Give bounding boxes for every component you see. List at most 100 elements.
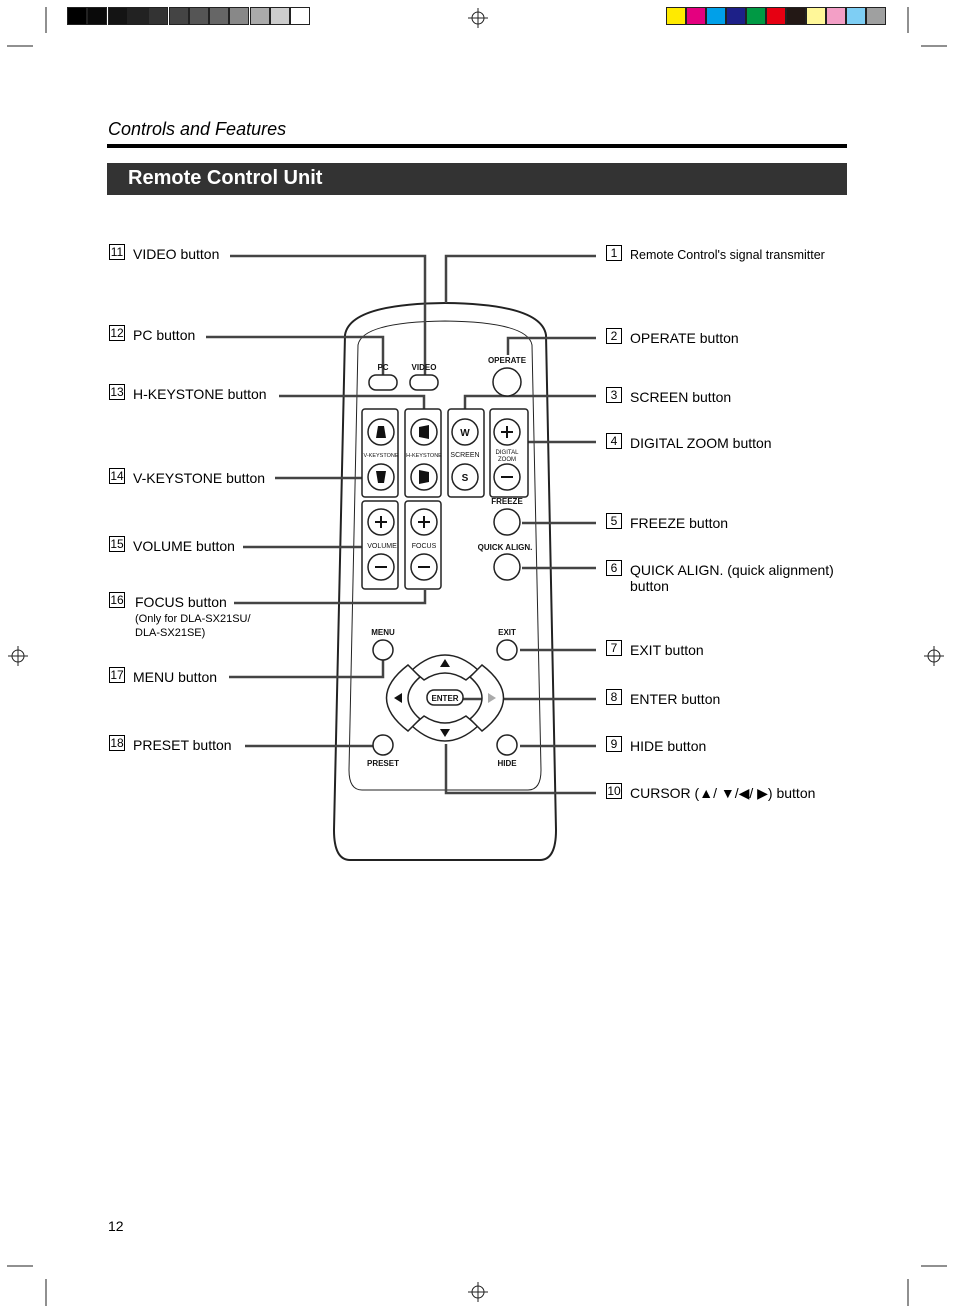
callout-label-menu: MENU button (133, 669, 218, 685)
callout-label-digital-zoom: DIGITAL ZOOM button (630, 435, 772, 451)
enter-button[interactable] (426, 689, 464, 706)
focus-note-line2: DLA-SX21SE) (135, 627, 206, 639)
callout-number: 9 (606, 736, 622, 752)
banner-title: Remote Control Unit (128, 167, 323, 189)
operate-button[interactable] (492, 367, 522, 397)
callout-label-operate: OPERATE button (630, 330, 739, 346)
digital-zoom-label-2: ZOOM (498, 457, 516, 463)
cursor-down-icon (440, 729, 450, 737)
callout-label-quick-align-2: button (630, 578, 669, 594)
remote-inner-outline (348, 320, 542, 791)
callout-label-enter: ENTER button (630, 691, 721, 707)
gray-swatch (209, 7, 230, 25)
screen-s-button[interactable] (451, 463, 479, 491)
callout-number: 16 (109, 592, 125, 608)
keystone-down-icon (376, 471, 386, 483)
callout-number: 15 (109, 536, 125, 552)
callout-label-preset: PRESET button (133, 737, 232, 753)
callout-number: 12 (109, 325, 125, 341)
pc-button[interactable] (368, 374, 398, 391)
cursor-up-button[interactable] (410, 654, 480, 681)
registration-marks (7, 7, 947, 1306)
preset-label: PRESET (367, 759, 399, 768)
color-swatch (826, 7, 846, 25)
color-swatch (746, 7, 766, 25)
screen-s-label: S (462, 473, 469, 484)
menu-button[interactable] (372, 639, 394, 661)
gray-swatch (290, 7, 311, 25)
hide-button[interactable] (496, 734, 518, 756)
volume-label: VOLUME (367, 543, 397, 550)
exit-button[interactable] (496, 639, 518, 661)
volume-plus-icon (375, 516, 387, 528)
callout-label-volume: VOLUME button (133, 538, 235, 554)
freeze-label: FREEZE (491, 497, 523, 506)
callout-number: 13 (109, 384, 125, 400)
menu-label: MENU (371, 628, 395, 637)
callout-number: 1 (606, 245, 622, 261)
screen-w-label: W (460, 428, 470, 439)
gray-swatch (229, 7, 250, 25)
hide-label: HIDE (497, 759, 517, 768)
color-swatch (686, 7, 706, 25)
keystone-right-icon (419, 470, 429, 484)
color-swatch (726, 7, 746, 25)
callout-number: 17 (109, 667, 125, 683)
cursor-down-button[interactable] (410, 715, 480, 742)
callout-number: 3 (606, 387, 622, 403)
callout-label-hide: HIDE button (630, 738, 707, 754)
page-banner: Remote Control Unit (107, 163, 847, 195)
cursor-right-icon (488, 693, 496, 703)
color-swatch (866, 7, 886, 25)
callout-label-video: VIDEO button (133, 246, 220, 262)
callout-label-freeze: FREEZE button (630, 515, 729, 531)
screen-w-button[interactable] (451, 418, 479, 446)
callout-number: 10 (606, 783, 622, 799)
color-swatch (766, 7, 786, 25)
operate-label: OPERATE (488, 356, 527, 365)
digital-zoom-label-1: DIGITAL (496, 450, 520, 456)
callout-label-h-keystone: H-KEYSTONE button (133, 386, 267, 402)
callout-number: 5 (606, 513, 622, 529)
callout-number: 2 (606, 328, 622, 344)
gray-swatch (87, 7, 108, 25)
pc-label: PC (377, 363, 388, 372)
cursor-up-icon (440, 659, 450, 667)
gray-swatch (168, 7, 189, 25)
callout-number: 8 (606, 689, 622, 705)
color-swatch (786, 7, 806, 25)
callout-label-exit: EXIT button (630, 642, 704, 658)
keystone-left-icon (419, 425, 429, 439)
freeze-button[interactable] (493, 508, 521, 536)
callout-label-screen: SCREEN button (630, 389, 732, 405)
callout-number: 7 (606, 640, 622, 656)
screen-label: SCREEN (450, 452, 479, 459)
focus-label: FOCUS (412, 543, 437, 550)
callout-label-v-keystone: V-KEYSTONE button (133, 470, 266, 486)
color-swatch (706, 7, 726, 25)
gray-swatch (67, 7, 87, 25)
color-swatch (666, 7, 686, 25)
cursor-right-button[interactable] (468, 664, 505, 732)
remote-body-outline (332, 301, 558, 861)
video-button[interactable] (409, 374, 439, 391)
quick-align-label: QUICK ALIGN. (478, 543, 533, 552)
focus-plus-icon (418, 516, 430, 528)
enter-label: ENTER (431, 694, 458, 703)
h-keystone-label: H-KEYSTONE (406, 453, 442, 459)
gray-swatch (249, 7, 270, 25)
cursor-left-button[interactable] (385, 664, 422, 732)
quick-align-button[interactable] (493, 553, 521, 581)
section-title: Controls and Features (108, 119, 287, 139)
video-label: VIDEO (412, 363, 437, 372)
v-keystone-label: V-KEYSTONE (363, 453, 398, 459)
gray-swatch (188, 7, 209, 25)
callout-label-pc: PC button (133, 327, 196, 343)
preset-button[interactable] (372, 734, 394, 756)
callout-number: 14 (109, 468, 125, 484)
gray-swatch (270, 7, 290, 25)
cursor-left-icon (394, 693, 402, 703)
gray-swatch (107, 7, 128, 25)
zoom-plus-icon (501, 426, 513, 438)
